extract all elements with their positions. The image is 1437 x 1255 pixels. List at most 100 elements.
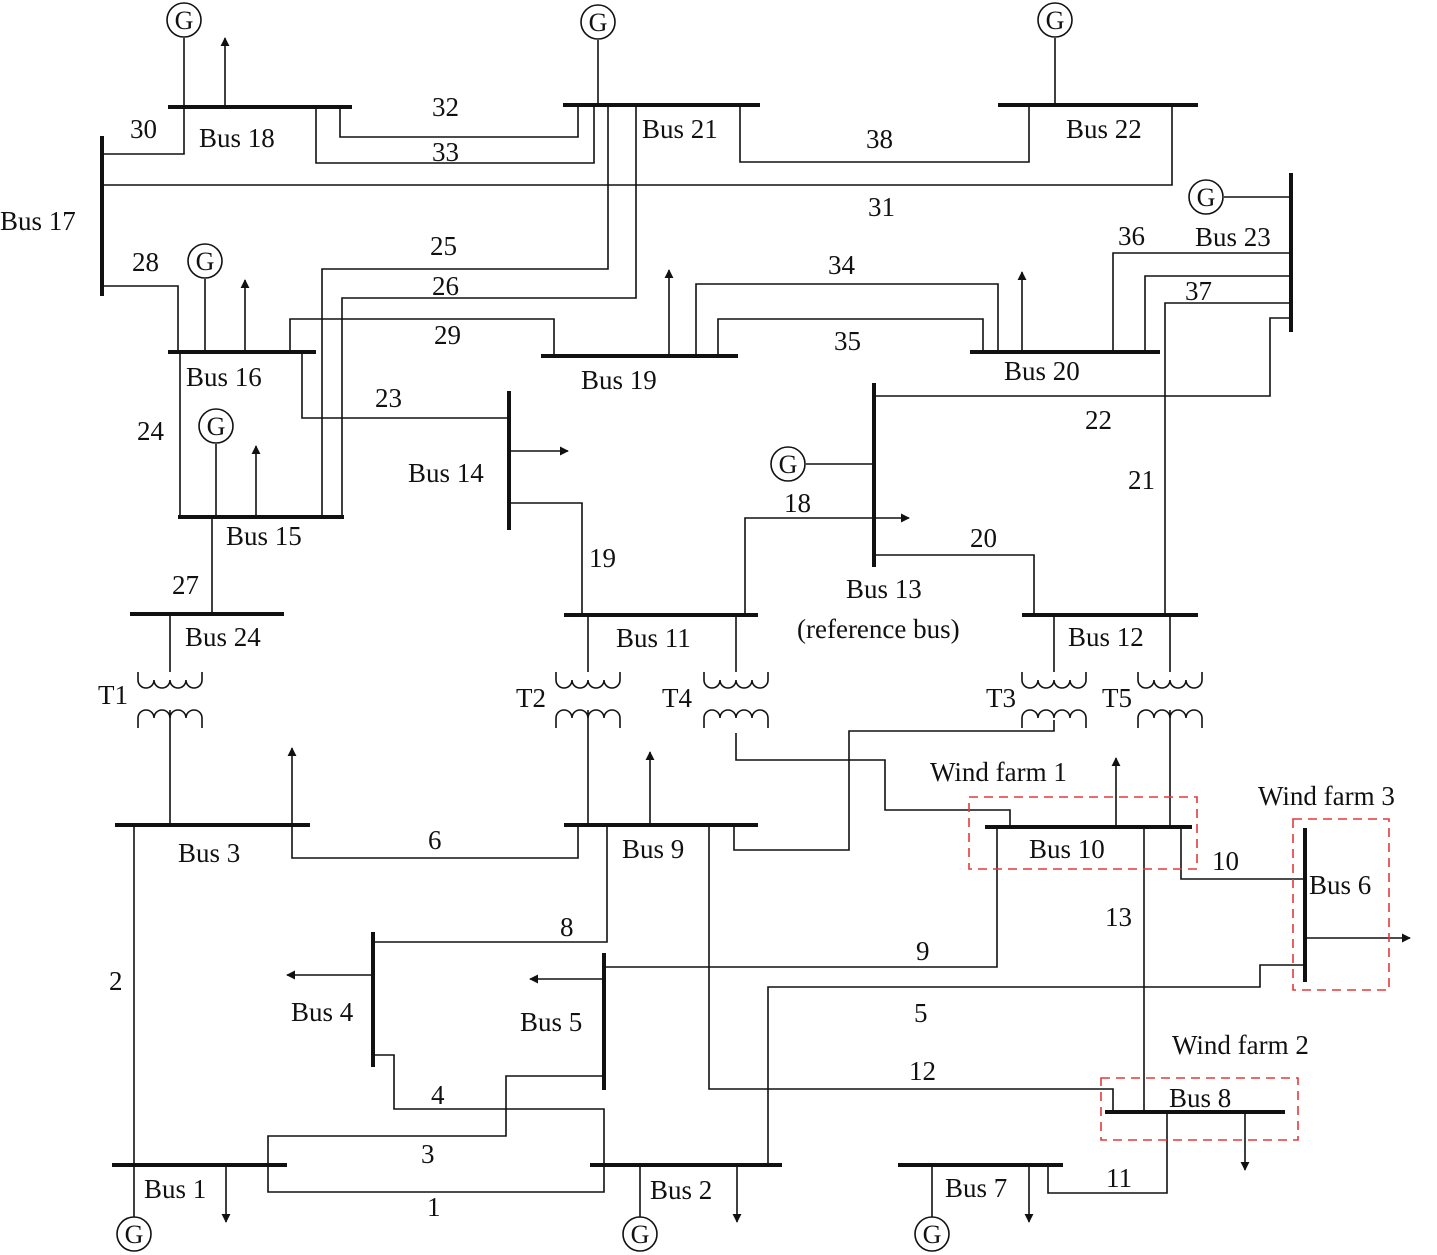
line-t4 (735, 733, 1011, 827)
line-3 (267, 1075, 604, 1165)
bus-label-12: Bus 12 (1068, 622, 1144, 652)
line-number-22: 22 (1085, 405, 1112, 435)
line-23 (301, 352, 509, 419)
bus-bars (100, 103, 1307, 1167)
line-35 (717, 318, 984, 356)
transformer-t2 (555, 615, 621, 825)
bus-label-13-note: (reference bus) (797, 614, 960, 644)
line-number-19: 19 (589, 543, 616, 573)
generator-bus15: G (198, 408, 234, 517)
wind-farm-3-zone (1292, 818, 1390, 991)
generator-bus23: G (1188, 179, 1291, 215)
line-numbers: 30 32 33 38 31 25 28 26 36 34 37 29 35 2… (109, 92, 1239, 1222)
line-number-18: 18 (784, 488, 811, 518)
wind-farm-1-zone (968, 796, 1198, 870)
line-number-35: 35 (834, 326, 861, 356)
bus-label-11: Bus 11 (616, 623, 691, 653)
line-number-6: 6 (428, 825, 442, 855)
transformer-t1 (137, 614, 203, 825)
transformers (137, 614, 1203, 827)
bus-label-16: Bus 16 (186, 362, 262, 392)
wind-farm-label-2: Wind farm 2 (1172, 1030, 1309, 1060)
transformer-t3 (1021, 615, 1087, 728)
bus-label-1: Bus 1 (144, 1174, 206, 1204)
generator-bus13: G (770, 446, 874, 482)
bus-label-13: Bus 13 (846, 574, 922, 604)
line-number-12: 12 (909, 1056, 936, 1086)
bus-label-23: Bus 23 (1195, 222, 1271, 252)
generator-symbol: G (589, 8, 608, 37)
line-21 (1164, 302, 1291, 615)
transmission-lines (102, 105, 1305, 1194)
line-number-24: 24 (137, 416, 165, 446)
generator-symbol: G (779, 450, 798, 479)
line-t3 (733, 720, 1055, 851)
wind-farm-2-zone (1100, 1077, 1299, 1141)
equipment-labels: T1 T2 T4 T3 T5 Wind farm 1 Wind farm 3 W… (98, 680, 1395, 1060)
transformer-t5 (1137, 615, 1203, 827)
line-1 (267, 1165, 605, 1193)
generator-symbol: G (1197, 183, 1216, 212)
bus-label-14: Bus 14 (408, 458, 484, 488)
line-number-13: 13 (1105, 902, 1132, 932)
load-arrows (220, 37, 1411, 1223)
line-28 (102, 285, 179, 352)
line-number-3: 3 (421, 1139, 435, 1169)
bus-label-9: Bus 9 (622, 834, 684, 864)
bus-label-19: Bus 19 (581, 365, 657, 395)
line-5 (767, 964, 1305, 1165)
line-30 (102, 107, 185, 155)
wind-farm-label-3: Wind farm 3 (1258, 781, 1395, 811)
bus-label-24: Bus 24 (185, 622, 261, 652)
line-6 (291, 825, 579, 859)
bus-label-10: Bus 10 (1029, 834, 1105, 864)
transformer-label-t2: T2 (516, 683, 546, 713)
bus-label-7: Bus 7 (945, 1173, 1007, 1203)
generator-symbol: G (1046, 6, 1065, 35)
generator-symbol: G (631, 1220, 650, 1249)
line-number-32: 32 (432, 92, 459, 122)
bus-label-6: Bus 6 (1309, 870, 1371, 900)
line-33 (315, 105, 595, 164)
generator-bus16: G (187, 243, 223, 352)
bus-label-20: Bus 20 (1004, 356, 1080, 386)
line-number-29: 29 (434, 320, 461, 350)
line-number-5: 5 (914, 998, 928, 1028)
line-number-2: 2 (109, 966, 123, 996)
line-number-27: 27 (172, 570, 199, 600)
line-18 (744, 517, 874, 615)
line-number-31: 31 (868, 192, 895, 222)
line-number-23: 23 (375, 383, 402, 413)
bus-label-2: Bus 2 (650, 1175, 712, 1205)
line-31 (102, 105, 1173, 186)
line-number-28: 28 (132, 247, 159, 277)
transformer-t4 (703, 615, 769, 728)
generators: G G G G G G G (116, 2, 1291, 1252)
generator-bus22: G (1037, 2, 1073, 105)
line-32 (339, 105, 579, 138)
line-number-8: 8 (560, 912, 574, 942)
line-34 (695, 283, 999, 356)
line-number-25: 25 (430, 231, 457, 261)
line-29 (289, 318, 555, 356)
transformer-label-t1: T1 (98, 680, 128, 710)
line-19 (509, 502, 583, 615)
transformer-label-t4: T4 (662, 683, 692, 713)
line-20 (874, 554, 1035, 615)
line-26 (341, 105, 637, 517)
line-number-38: 38 (866, 124, 893, 154)
line-number-26: 26 (432, 271, 459, 301)
generator-bus2: G (622, 1165, 658, 1252)
line-number-10: 10 (1212, 846, 1239, 876)
generator-symbol: G (207, 412, 226, 441)
line-number-4: 4 (431, 1080, 445, 1110)
transformer-label-t3: T3 (986, 683, 1016, 713)
line-9 (604, 827, 998, 968)
transformer-label-t5: T5 (1102, 683, 1132, 713)
wind-farm-label-1: Wind farm 1 (930, 757, 1067, 787)
wind-farm-zones (968, 796, 1390, 1141)
line-number-1: 1 (427, 1192, 441, 1222)
line-8 (373, 825, 608, 943)
line-number-20: 20 (970, 523, 997, 553)
